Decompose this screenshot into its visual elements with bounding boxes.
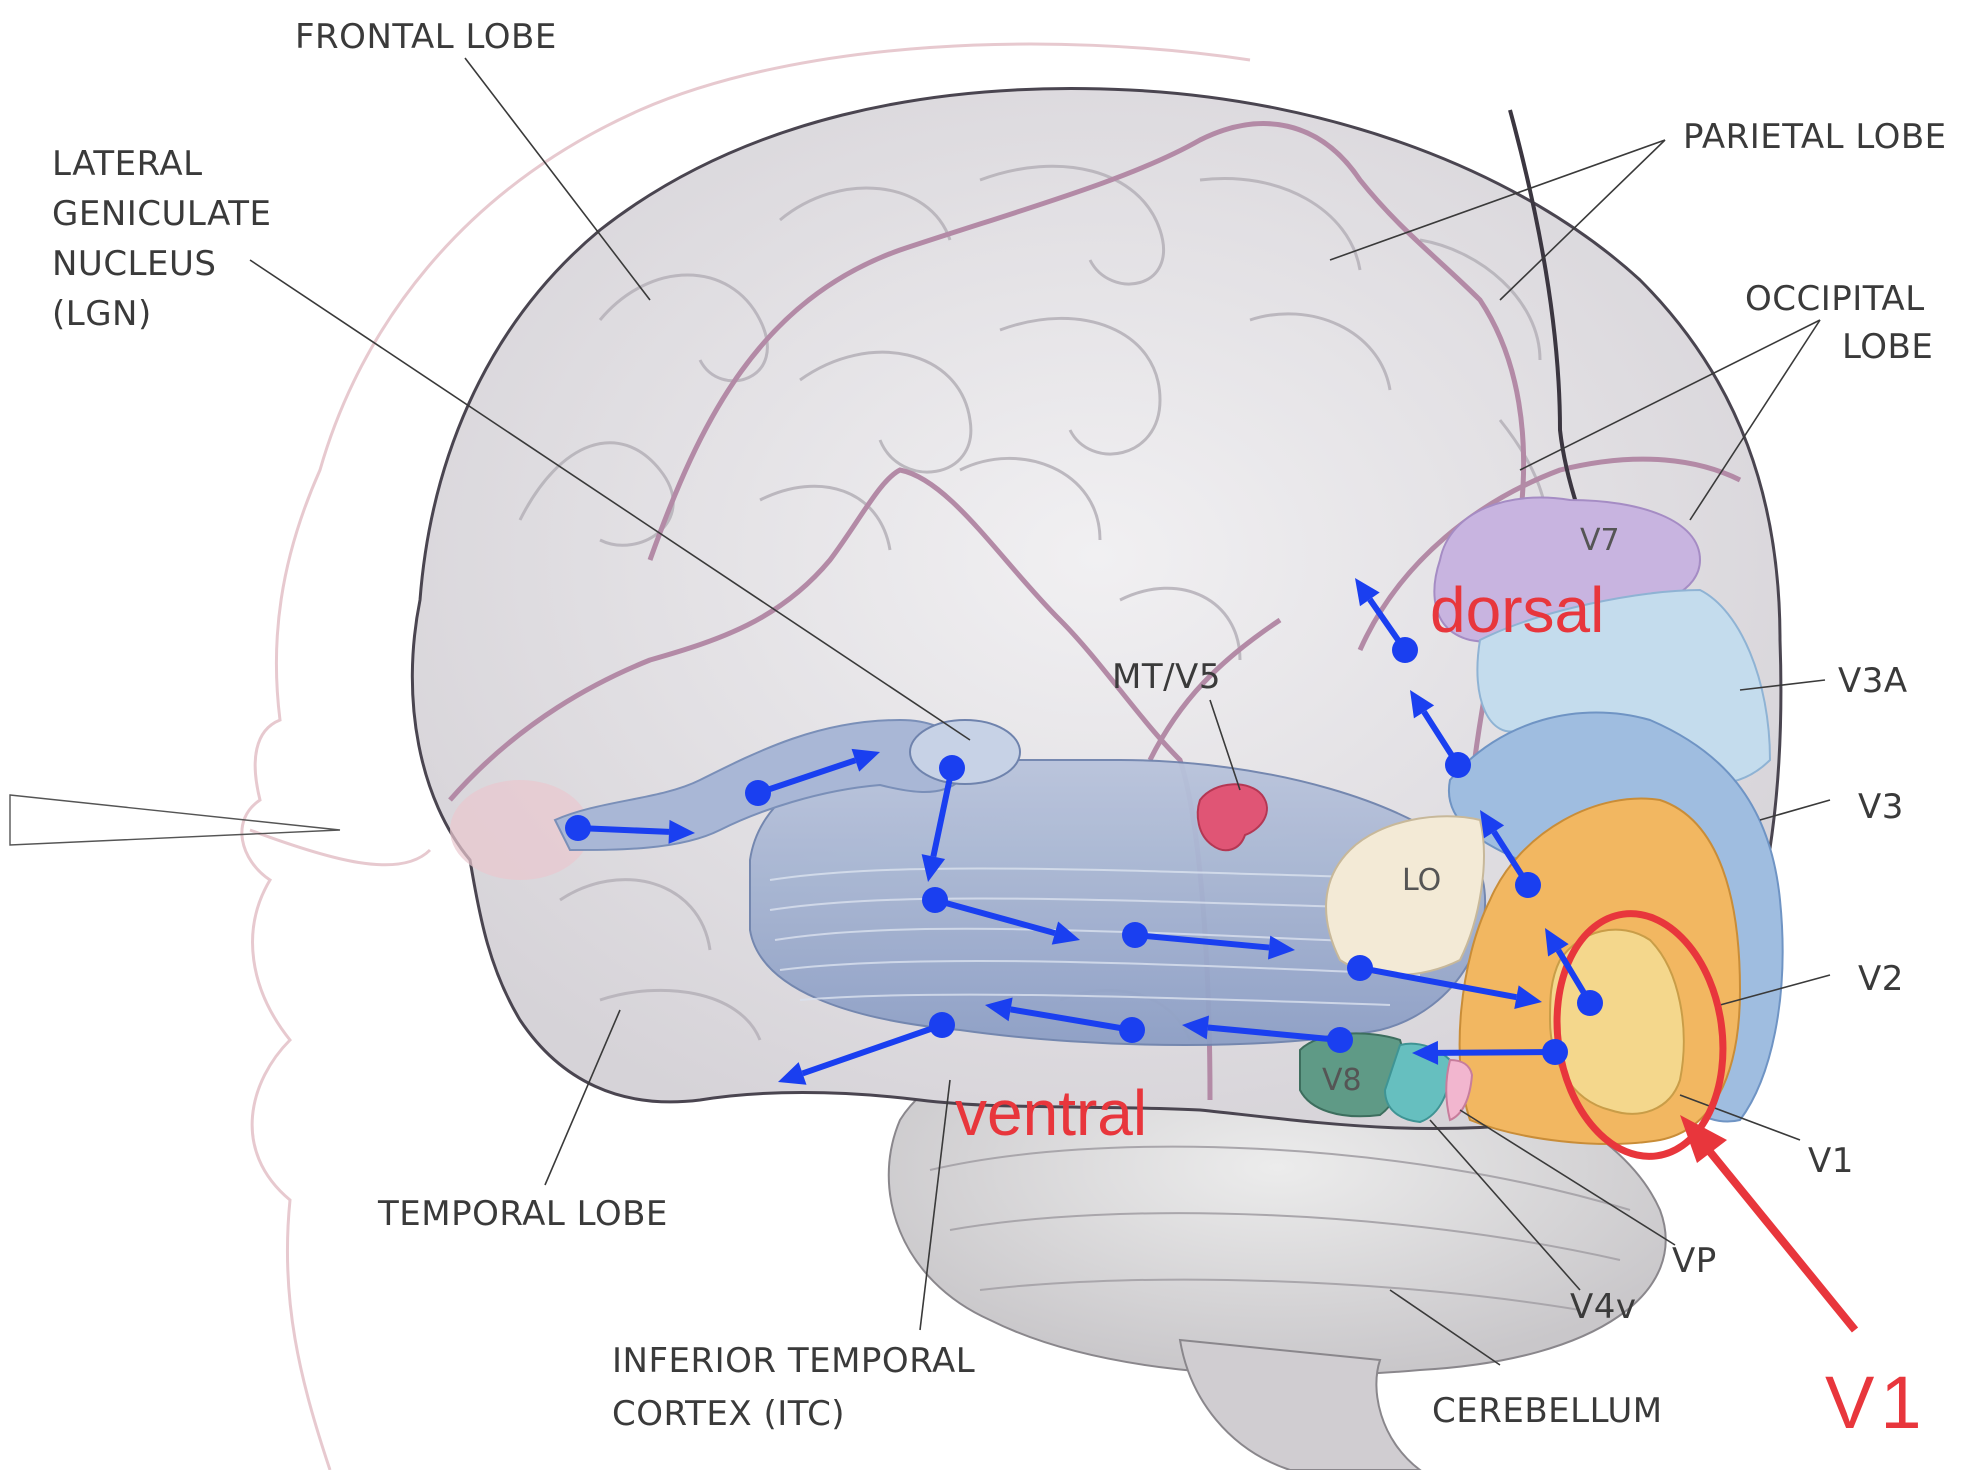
label-parietal-lobe: PARIETAL LOBE	[1683, 117, 1947, 157]
label-lgn-1: LATERAL	[52, 144, 203, 184]
label-temporal-lobe: TEMPORAL LOBE	[377, 1194, 668, 1234]
stream-node	[565, 815, 591, 841]
label-ventral: ventral	[955, 1077, 1147, 1149]
stream-shaft	[1438, 1052, 1555, 1053]
label-v8: V8	[1322, 1063, 1362, 1098]
stream-node	[1119, 1017, 1145, 1043]
label-v3: V3	[1858, 787, 1904, 827]
stream-node	[1392, 637, 1418, 663]
stream-node	[1542, 1039, 1568, 1065]
label-cerebellum: CEREBELLUM	[1432, 1391, 1663, 1431]
label-v7: V7	[1580, 523, 1620, 558]
stream-node	[939, 755, 965, 781]
label-itc-1: INFERIOR TEMPORAL	[612, 1341, 975, 1381]
label-v2: V2	[1858, 959, 1904, 999]
stream-shaft	[578, 828, 669, 832]
stream-node	[1445, 752, 1471, 778]
label-itc-2: CORTEX (ITC)	[612, 1394, 845, 1434]
stream-node	[929, 1012, 955, 1038]
stream-node	[922, 887, 948, 913]
label-occipital-1: OCCIPITAL	[1745, 279, 1925, 319]
label-vp: VP	[1672, 1241, 1717, 1281]
label-occipital-2: LOBE	[1842, 327, 1933, 367]
label-v3a: V3A	[1838, 661, 1908, 701]
stream-node	[1327, 1027, 1353, 1053]
stream-node	[1515, 872, 1541, 898]
label-dorsal: dorsal	[1430, 574, 1604, 646]
label-lgn-4: (LGN)	[52, 294, 152, 334]
lgn-nucleus	[910, 720, 1020, 784]
stream-node	[1122, 922, 1148, 948]
stream-node	[1347, 955, 1373, 981]
stream-node	[1577, 990, 1603, 1016]
label-v4v: V4v	[1570, 1287, 1637, 1327]
label-v1-callout: V1	[1825, 1361, 1928, 1444]
label-v1-small: V1	[1808, 1141, 1854, 1181]
label-lo: LO	[1402, 863, 1441, 898]
label-frontal-lobe: FRONTAL LOBE	[295, 17, 557, 57]
label-mt-v5: MT/V5	[1112, 657, 1221, 697]
label-lgn-2: GENICULATE	[52, 194, 272, 234]
label-lgn-3: NUCLEUS	[52, 244, 216, 284]
stream-node	[745, 780, 771, 806]
